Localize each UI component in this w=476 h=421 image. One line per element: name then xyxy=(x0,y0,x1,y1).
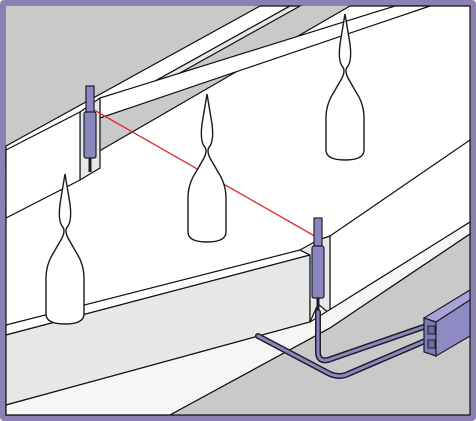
ampoule-icon xyxy=(325,13,365,161)
emitter-sensor xyxy=(83,85,97,172)
ampoule-icon xyxy=(187,93,227,243)
floor-shadow xyxy=(169,232,471,416)
fiber-cables xyxy=(255,309,435,379)
ampoule-icon xyxy=(45,173,85,325)
amplifier-unit-icon xyxy=(422,288,471,358)
